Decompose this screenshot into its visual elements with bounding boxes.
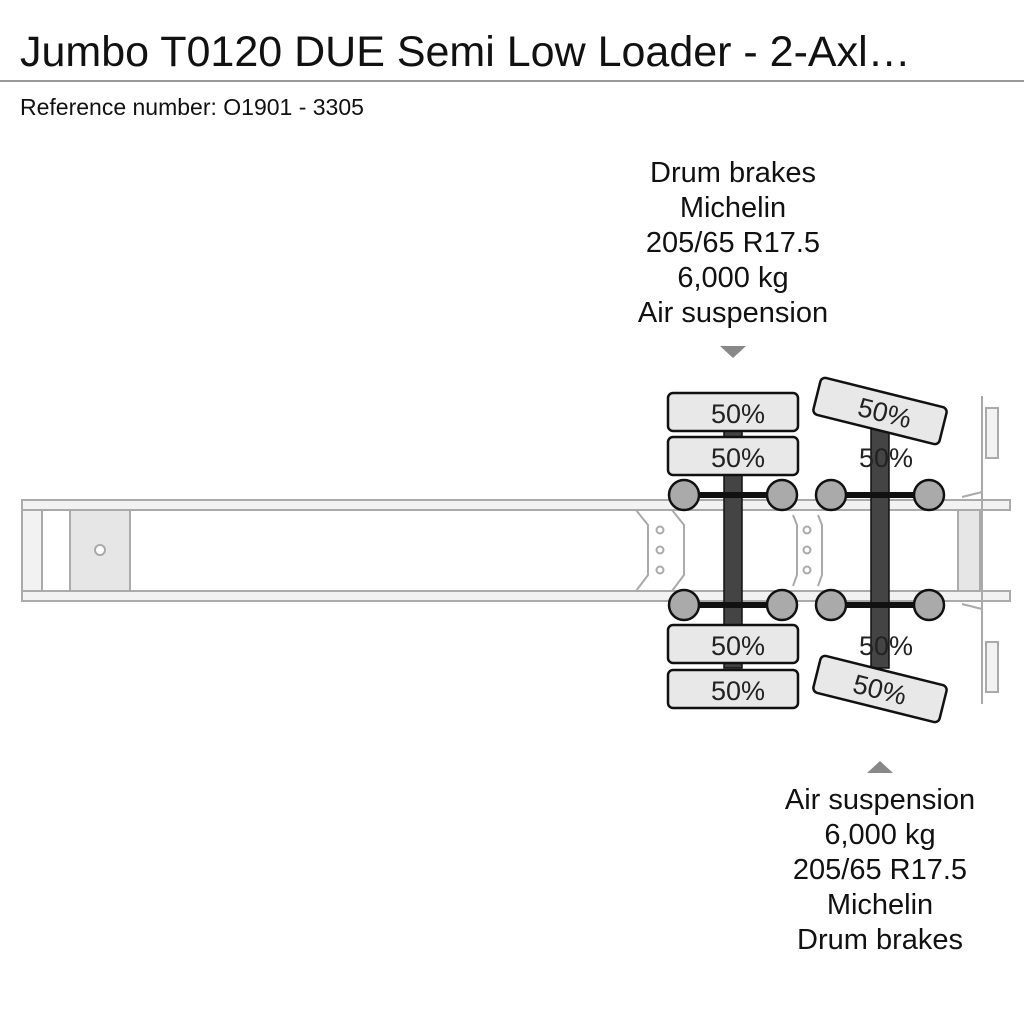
axle-1-tire-inner-left: 50% xyxy=(666,435,800,477)
tire-shape xyxy=(812,376,948,446)
axle-2-brakes: Drum brakes xyxy=(797,924,963,956)
axle-1-brakes: Drum brakes xyxy=(650,157,816,189)
axle-2-tires: 50% 50% 50% 50% xyxy=(812,376,948,724)
tire-tread-label: 50% xyxy=(711,399,765,429)
bracket-bolt-4 xyxy=(802,525,812,535)
bracket-bolt-2 xyxy=(655,545,665,555)
tire-shape xyxy=(666,435,800,477)
axle-2-tire-outer-left: 50% xyxy=(812,376,948,446)
axle-1-pivot-rear-bottom xyxy=(765,588,799,622)
axle-2-pivot-front-bottom xyxy=(814,588,848,622)
rear-bumper-brace-top xyxy=(961,491,983,498)
axle-2-specs: Air suspension 6,000 kg 205/65 R17.5 Mic… xyxy=(750,783,1010,958)
axle-2-tire-brand: Michelin xyxy=(826,889,934,921)
frame-front-crossmember xyxy=(21,509,43,592)
frame-rear-crossmember xyxy=(957,509,981,592)
rear-bumper-brace-bottom xyxy=(961,603,983,610)
axle-1-suspension: Air suspension xyxy=(637,297,829,329)
tire-shape xyxy=(812,654,948,724)
axle-1-pivot-front-top xyxy=(667,478,701,512)
bracket-bolt-3 xyxy=(655,565,665,575)
axle-1-pivot-rear-top xyxy=(765,478,799,512)
trailer-frame xyxy=(21,396,1011,704)
axle-1-specs: Drum brakes Michelin 205/65 R17.5 6,000 … xyxy=(603,156,863,331)
suspension-pivots xyxy=(667,478,946,622)
kingpin-icon xyxy=(94,544,106,556)
suspension-arms xyxy=(681,492,932,608)
axle-1-pivot-front-bottom xyxy=(667,588,701,622)
axle-1-tires: 50% 50% 50% 50% xyxy=(666,391,800,710)
axle-2-load: 6,000 kg xyxy=(824,819,936,851)
tire-shape xyxy=(666,391,800,433)
axle-1-tire-size: 205/65 R17.5 xyxy=(645,227,821,259)
axle-1-tire-inner-right: 50% xyxy=(666,623,800,665)
tire-shape xyxy=(666,623,800,665)
axle-2-tire-size: 205/65 R17.5 xyxy=(792,854,968,886)
axle-1-tire-outer-left: 50% xyxy=(666,391,800,433)
axle-2-pivot-front-top xyxy=(814,478,848,512)
tire-tread-label: 50% xyxy=(711,443,765,473)
axle-2-pivot-rear-top xyxy=(912,478,946,512)
bracket-bolt-5 xyxy=(802,545,812,555)
axle-2-pointer-arrow xyxy=(867,761,893,773)
title-divider xyxy=(0,80,1024,82)
reference-number: Reference number: O1901 - 3305 xyxy=(20,94,364,120)
axle-2-tire-inner-right-label: 50% xyxy=(859,631,913,661)
rear-light-bottom xyxy=(985,641,999,693)
bracket-bolt-1 xyxy=(655,525,665,535)
axle-2-suspension: Air suspension xyxy=(784,784,976,816)
axle-2-pivot-rear-bottom xyxy=(912,588,946,622)
axle-2-tire-inner-left-label: 50% xyxy=(859,443,913,473)
axle-1-tire-outer-right: 50% xyxy=(666,668,800,710)
axle-bracket-left xyxy=(635,509,685,592)
axle-1-pointer-arrow xyxy=(720,346,746,358)
rear-light-top xyxy=(985,407,999,459)
frame-rail-top xyxy=(21,499,1011,511)
axle-1-load: 6,000 kg xyxy=(677,262,789,294)
tire-shape xyxy=(666,668,800,710)
axle-bracket-middle xyxy=(792,514,823,587)
tire-tread-label: 50% xyxy=(711,631,765,661)
bracket-bolt-6 xyxy=(802,565,812,575)
frame-rail-bottom xyxy=(21,590,1011,602)
axle-1-tire-brand: Michelin xyxy=(679,192,787,224)
axle-2-tire-outer-right: 50% xyxy=(812,654,948,724)
tire-tread-label: 50% xyxy=(711,676,765,706)
